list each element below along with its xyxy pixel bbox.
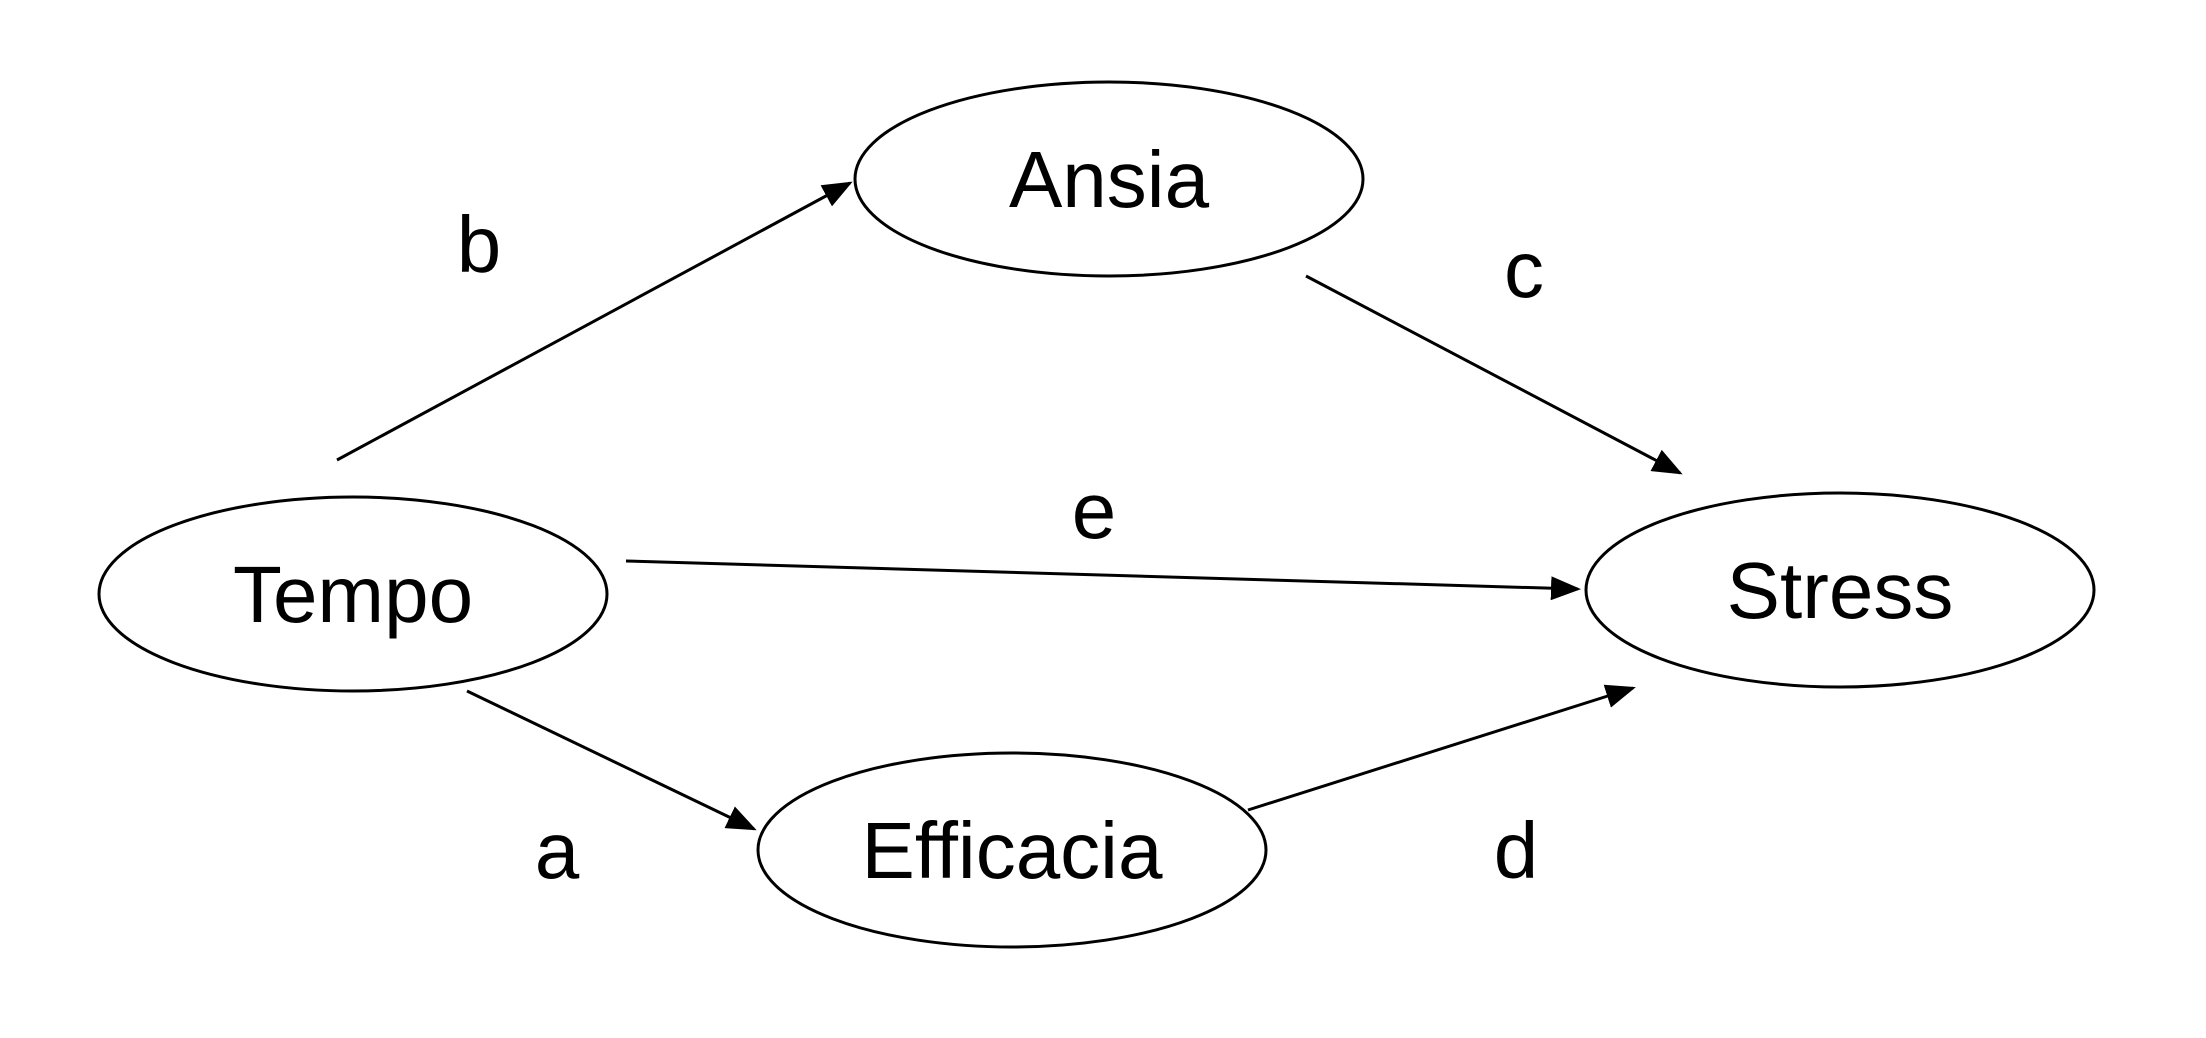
edge-tempo-efficacia [466, 689, 757, 831]
edge-label-d: d [1494, 806, 1539, 895]
node-tempo-shape [97, 495, 609, 693]
node-stress: Stress [1584, 491, 2096, 689]
node-tempo: Tempo [97, 495, 609, 693]
edge-ansia-stress [1305, 274, 1683, 475]
edge-label-a: a [535, 806, 580, 895]
node-ansia: Ansia [853, 80, 1365, 278]
node-ansia-shape [853, 80, 1365, 278]
node-ansia-label: Ansia [1009, 135, 1210, 224]
node-efficacia-label: Efficacia [862, 806, 1163, 895]
edge-efficacia-stress [1247, 684, 1636, 812]
edge-label-c: c [1504, 225, 1544, 314]
edge-tempo-stress [625, 559, 1581, 601]
edge-label-b: b [457, 200, 502, 289]
edge-tempo-ansia [336, 181, 853, 462]
node-stress-label: Stress [1727, 546, 1954, 635]
node-stress-shape [1584, 491, 2096, 689]
edge-label-e: e [1072, 466, 1117, 555]
node-efficacia: Efficacia [756, 751, 1268, 949]
node-efficacia-shape [756, 751, 1268, 949]
node-tempo-label: Tempo [233, 550, 473, 639]
